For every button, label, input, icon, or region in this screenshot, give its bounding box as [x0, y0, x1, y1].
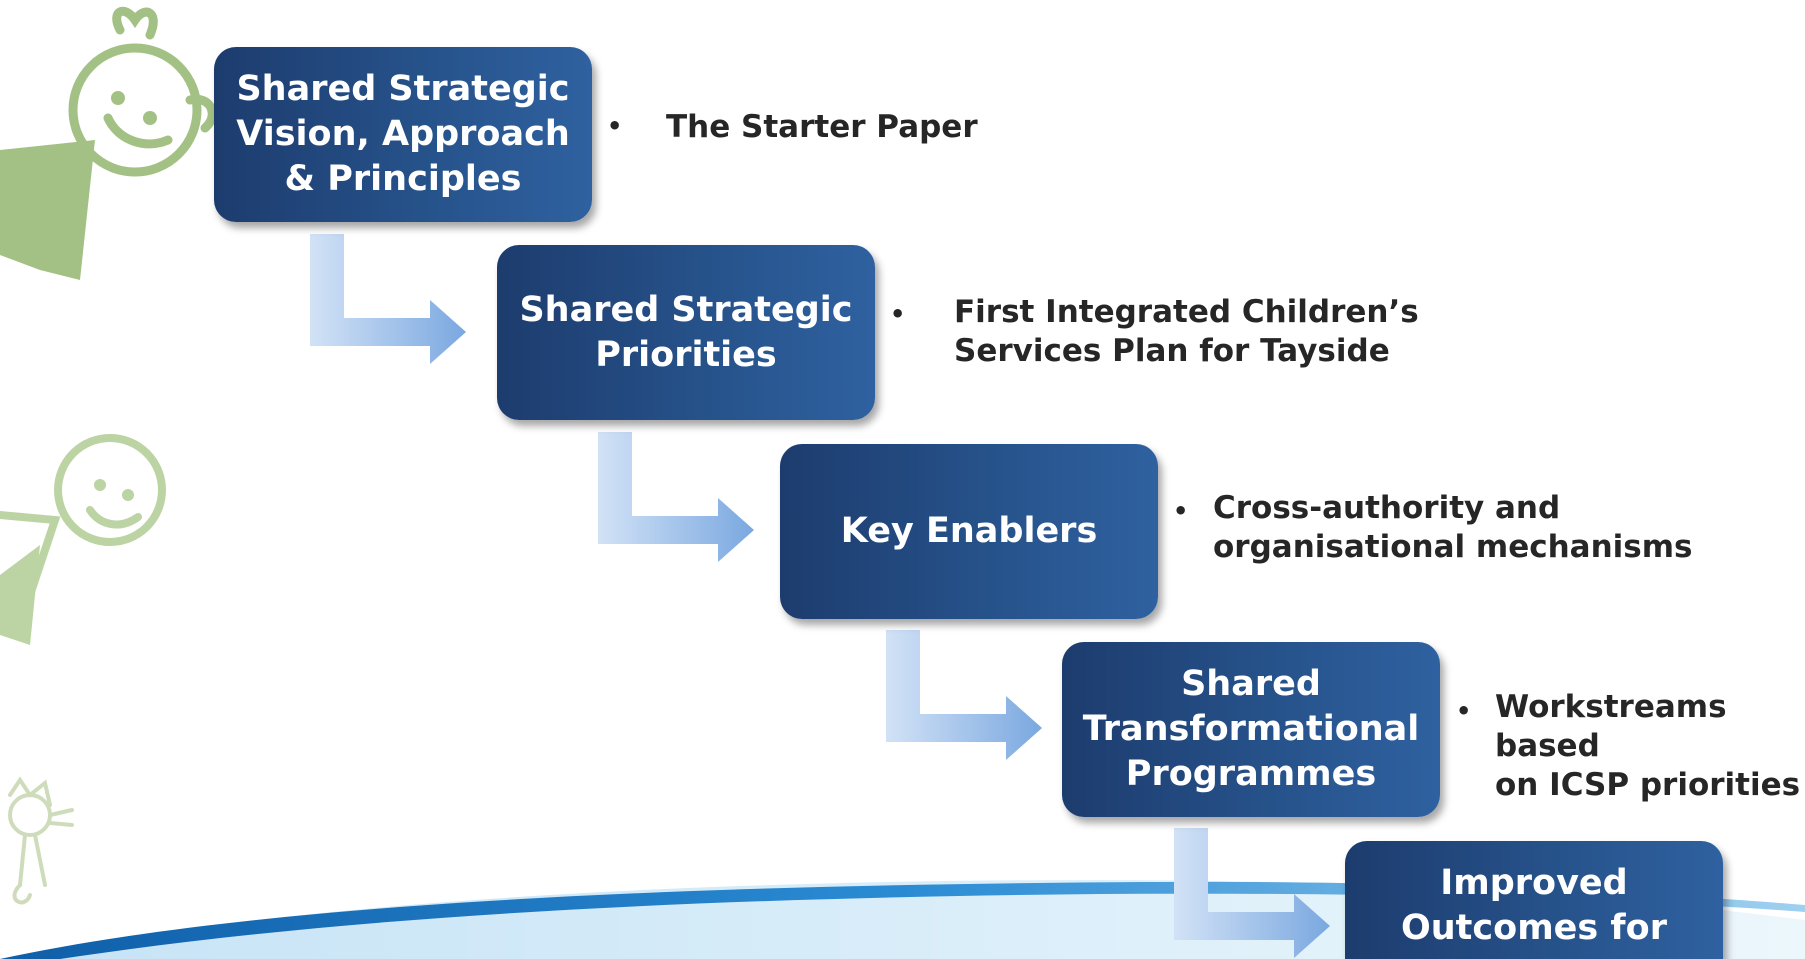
step-label-priorities: Shared Strategic Priorities: [519, 289, 853, 375]
step-label-programmes: Shared Transformational Programmes: [1082, 664, 1420, 794]
child-drawing-icon: [0, 6, 217, 280]
cat-drawing-icon: [8, 776, 74, 905]
step-box-priorities: Shared Strategic Priorities: [497, 245, 875, 420]
step-note-icsp: First Integrated Children’s Services Pla…: [954, 294, 1419, 369]
step-arrow-3: [886, 630, 1042, 760]
step-note-workstreams: Workstreams based on ICSP priorities: [1495, 689, 1801, 803]
step-label-outcomes: Improved Outcomes for: [1401, 863, 1667, 948]
step-arrow-2: [598, 432, 754, 562]
step-label-vision: Shared Strategic Vision, Approach & Prin…: [236, 69, 570, 199]
step-note-starter-paper: The Starter Paper: [666, 109, 978, 145]
step-note-mechanisms: Cross-authority and organisational mecha…: [1213, 490, 1693, 565]
bullet-icon: •: [1173, 497, 1189, 525]
bullet-icon: •: [607, 112, 623, 140]
step-arrow-1: [310, 234, 466, 364]
step-label-enablers: Key Enablers: [840, 511, 1098, 551]
step-box-vision: Shared Strategic Vision, Approach & Prin…: [214, 47, 592, 222]
step-arrow-4: [1174, 828, 1330, 958]
child-drawing-icon: [0, 434, 166, 645]
bullet-icon: •: [1456, 697, 1472, 725]
bullet-icon: •: [890, 300, 906, 328]
step-box-outcomes: Improved Outcomes for: [1345, 841, 1723, 959]
step-box-enablers: Key Enablers: [780, 444, 1158, 619]
step-box-programmes: Shared Transformational Programmes: [1062, 642, 1440, 817]
